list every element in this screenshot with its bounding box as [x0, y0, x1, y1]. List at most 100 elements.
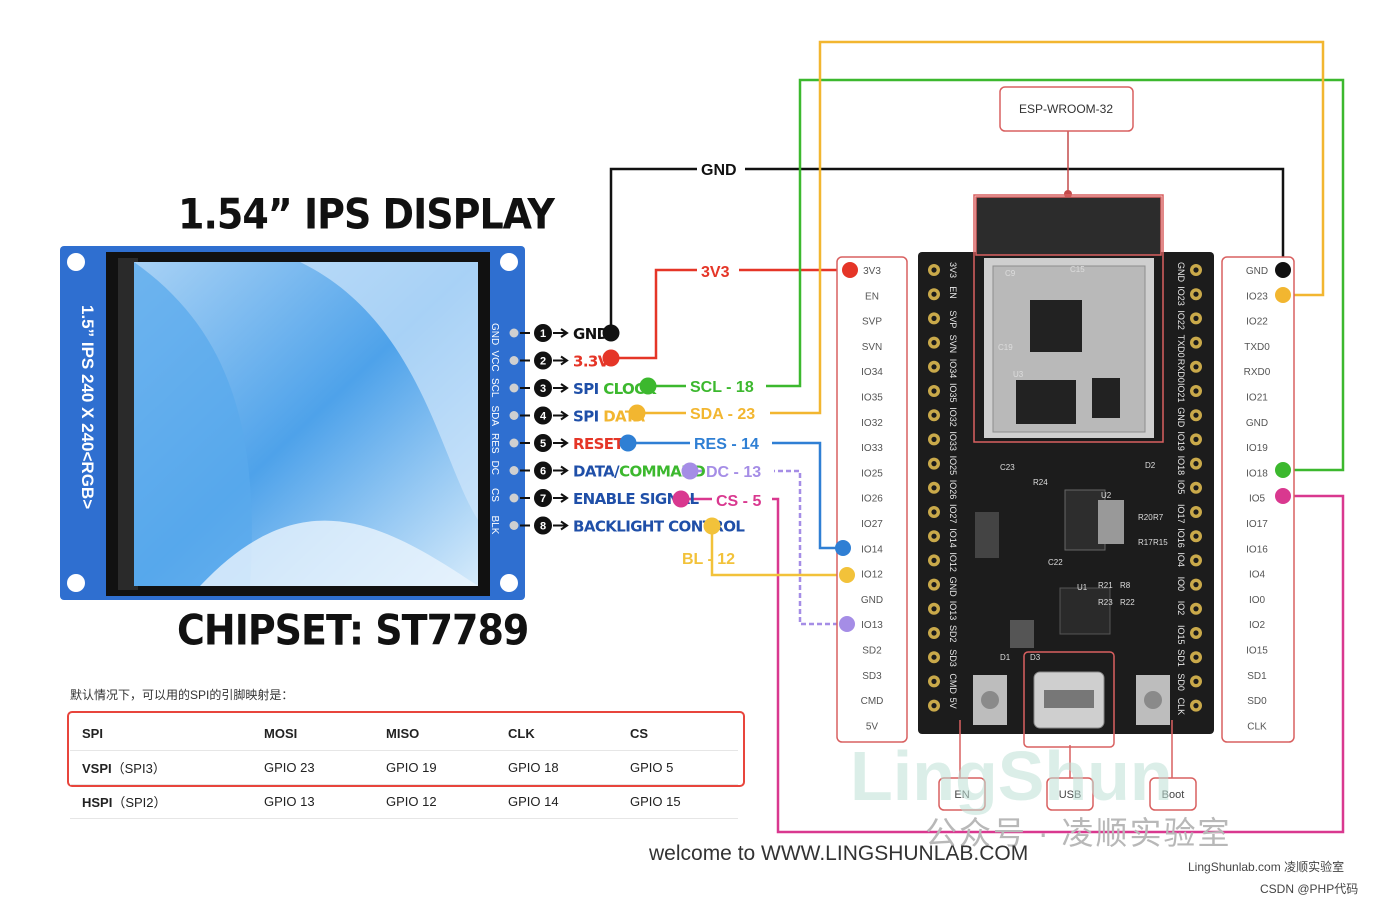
th-clk: CLK: [496, 717, 618, 751]
header-pin: [509, 356, 519, 365]
silk-label: IO23: [1176, 286, 1186, 306]
silk-label: IO18: [1176, 456, 1186, 476]
chip-label: R20: [1138, 513, 1153, 522]
table-row: HSPI（SPI2） GPIO 13 GPIO 12 GPIO 14 GPIO …: [70, 784, 738, 819]
pin-number: 3: [540, 383, 546, 395]
dot-3v3: [842, 262, 858, 278]
chip-label: U3: [1013, 370, 1024, 379]
esp32-board: ESP-WROOM-32 3V3ENSVPSVNIO34IO35IO32IO33…: [836, 86, 1295, 811]
header-pin-label: RES: [489, 433, 500, 454]
header-pin: [509, 521, 519, 530]
watermark-logo: LingShun: [850, 737, 1173, 815]
board-pin-label-left: IO33: [861, 443, 883, 454]
wire-end-dot: [672, 490, 690, 508]
wire-label-cs: CS - 5: [716, 493, 761, 510]
board-pin-label-left: IO14: [861, 544, 883, 555]
pin-number-badge: [534, 379, 552, 397]
board-pin-label-right: GND: [1246, 418, 1268, 429]
board-pin-label-right: SD1: [1247, 671, 1267, 682]
table-cell: GPIO 5: [618, 750, 738, 785]
pin-number-badge: [534, 324, 552, 342]
dot-io12: [839, 567, 855, 583]
header-pin-label: SDA: [489, 406, 500, 427]
silk-label: GND: [1176, 407, 1186, 428]
silk-label: SD1: [1176, 649, 1186, 667]
board-pin-label-right: CLK: [1247, 721, 1267, 732]
row-sub: （SPI2）: [112, 795, 167, 810]
board-pin-label-right: IO5: [1249, 494, 1266, 505]
site-text: LingShunlab.com 凌顺实验室: [1188, 860, 1345, 874]
board-pin-label-right: IO2: [1249, 620, 1266, 631]
display-side-label: 1.5” IPS 240 X 240<RGB>: [78, 305, 97, 509]
chip-label: R24: [1033, 478, 1048, 487]
silk-label: TXD0: [1176, 335, 1186, 358]
board-pin-label-right: SD0: [1247, 696, 1267, 707]
row-name: HSPI: [82, 795, 113, 810]
silk-label: IO16: [1176, 528, 1186, 548]
silk-label: IO26: [948, 480, 958, 500]
chip-label: R17: [1138, 538, 1153, 547]
button-label: USB: [1059, 789, 1082, 801]
chip-label: R21: [1098, 581, 1113, 590]
header-pin: [509, 493, 519, 503]
dot-io5: [1275, 488, 1291, 504]
silk-label: SVP: [948, 310, 958, 328]
silk-label: CLK: [1176, 698, 1186, 716]
dot-gnd: [1275, 262, 1291, 278]
silk-label: SD2: [948, 625, 958, 643]
board-pin-label-right: IO22: [1246, 317, 1268, 328]
board-pin-label-left: SVP: [862, 317, 882, 328]
silk-label: IO33: [948, 431, 958, 451]
board-pin-label-left: IO26: [861, 494, 883, 505]
header-pin-label: GND: [489, 323, 500, 345]
board-pin-label-right: IO0: [1249, 595, 1266, 606]
chip-label: C9: [1005, 269, 1016, 278]
table-cell: GPIO 14: [496, 784, 618, 819]
table-cell: GPIO 12: [374, 784, 496, 819]
silk-label: SVN: [948, 335, 958, 354]
board-pin-label-left: 3V3: [863, 266, 881, 277]
wire-end-dot: [703, 517, 721, 535]
pin-number-badge: [534, 434, 552, 452]
table-cell: GPIO 18: [496, 750, 618, 785]
th-miso: MISO: [374, 717, 496, 751]
spi-caption: 默认情况下，可以用的SPI的引脚映射是：: [70, 688, 294, 702]
display-module: [60, 246, 525, 600]
pin-number: 6: [540, 466, 546, 478]
chip-label: C19: [998, 343, 1013, 352]
silk-label: IO35: [948, 383, 958, 403]
silk-label: IO19: [1176, 431, 1186, 451]
table-cell: GPIO 19: [374, 750, 496, 785]
table-header-row: SPI MOSI MISO CLK CS: [70, 717, 738, 751]
board-pin-label-left: SD3: [862, 671, 882, 682]
pin-number-badge: [534, 489, 552, 507]
dot-io23: [1275, 287, 1291, 303]
spi-table: SPI MOSI MISO CLK CS VSPI（SPI3） GPIO 23 …: [70, 717, 738, 819]
th-cs: CS: [618, 717, 738, 751]
board-pin-label-right: IO4: [1249, 570, 1266, 581]
chip-label: C22: [1048, 558, 1063, 567]
board-pin-label-left: CMD: [861, 696, 884, 707]
pin-number-badge: [534, 351, 552, 370]
pin-number: 4: [540, 411, 547, 423]
wire-end-dot: [602, 349, 620, 367]
pin-label: BACKLIGHT CONTROL: [573, 518, 745, 536]
table-cell: GPIO 23: [252, 750, 374, 785]
pin-number-badge: [534, 516, 552, 535]
silk-label: SD0: [1176, 673, 1186, 691]
board-pin-label-right: IO15: [1246, 646, 1268, 657]
board-pin-label-left: IO34: [861, 367, 883, 378]
chip-label: U1: [1077, 583, 1088, 592]
silk-label: IO4: [1176, 552, 1186, 567]
board-pin-label-left: IO27: [861, 519, 883, 530]
silk-label: IO15: [1176, 625, 1186, 645]
dot-io14: [835, 540, 851, 556]
display-title: 1.54” IPS DISPLAY: [178, 189, 555, 239]
welcome-text: welcome to WWW.LINGSHUNLAB.COM: [649, 842, 1029, 865]
board-pin-label-left: 5V: [866, 721, 879, 732]
table-row: VSPI（SPI3） GPIO 23 GPIO 19 GPIO 18 GPIO …: [70, 750, 738, 785]
silk-label: IO25: [948, 456, 958, 476]
board-pin-label-right: RXD0: [1244, 367, 1271, 378]
wire-end-dot: [602, 324, 620, 342]
